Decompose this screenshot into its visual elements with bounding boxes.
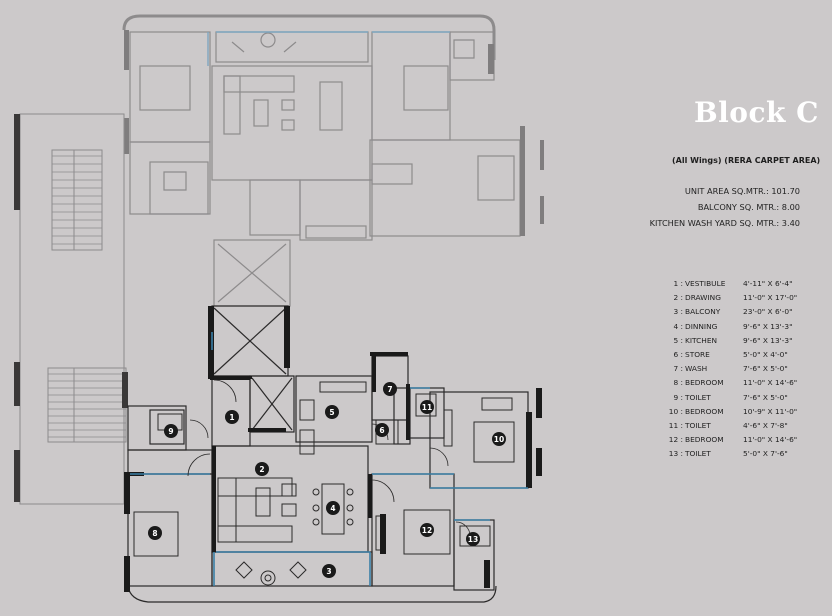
- legend-name: KITCHEN: [685, 335, 718, 345]
- legend-num: 2 :: [673, 293, 683, 303]
- kitchen-wash-yard-area: KITCHEN WASH YARD SQ. MTR.: 3.40: [649, 218, 800, 228]
- legend-dim: 11'-0" X 14'-6": [743, 378, 798, 388]
- legend-name: STORE: [685, 349, 710, 359]
- legend-dim: 5'-0" X 4'-0": [743, 349, 788, 359]
- room-marker: 9: [164, 424, 178, 438]
- legend-dim: 11'-0" X 17'-0": [743, 293, 798, 303]
- room-marker: 2: [255, 462, 269, 476]
- room-marker: 3: [322, 564, 336, 578]
- legend-dim: 7'-6" X 5'-0": [743, 364, 788, 374]
- legend-num: 12 :: [668, 435, 683, 445]
- legend-num: 1 :: [673, 279, 683, 288]
- legend-num: 7 :: [673, 364, 683, 374]
- legend-dim: 4'-6" X 7'-8": [743, 420, 788, 430]
- legend-name: TOILET: [685, 392, 711, 402]
- legend-dim: 23'-0" X 6'-0": [743, 307, 793, 317]
- lower-unit: [127, 305, 529, 603]
- legend-num: 6 :: [673, 349, 683, 359]
- room-marker: 4: [326, 501, 340, 515]
- area-summary: UNIT AREA SQ.MTR.: 101.70 BALCONY SQ. MT…: [650, 183, 800, 231]
- unit-area: UNIT AREA SQ.MTR.: 101.70: [684, 186, 800, 196]
- legend-name: TOILET: [685, 449, 711, 459]
- legend-num: 10 :: [668, 406, 683, 416]
- upper-wall-stubs: [124, 30, 544, 236]
- room-marker: 12: [420, 523, 434, 537]
- legend-num: 9 :: [673, 392, 683, 402]
- room-marker: 8: [148, 526, 162, 540]
- balcony-area: BALCONY SQ. MTR.: 8.00: [697, 202, 800, 212]
- legend-name: VESTIBULE: [685, 279, 726, 288]
- legend-dim: 9'-6" X 13'-3": [743, 335, 793, 345]
- lower-glazing: [130, 332, 528, 586]
- legend-num: 5 :: [673, 335, 683, 345]
- stair-walls: [14, 114, 128, 502]
- legend-dim: 10'-9" X 11'-0": [743, 406, 798, 416]
- room-marker: 6: [375, 423, 389, 437]
- legend-num: 11 :: [668, 420, 683, 430]
- rera-subtitle: (All Wings) (RERA CARPET AREA): [672, 156, 821, 165]
- legend-num: 3 :: [673, 307, 683, 317]
- legend-name: BEDROOM: [685, 435, 724, 445]
- floor-plan: [14, 14, 544, 603]
- legend-name: DRAWING: [685, 293, 721, 303]
- staircase: [19, 113, 127, 505]
- legend-name: DINNING: [685, 321, 718, 331]
- legend-dim: 11'-0" X 14'-6": [743, 435, 798, 445]
- legend-name: BEDROOM: [685, 406, 724, 416]
- walls: [124, 306, 542, 592]
- legend-dim: 9'-6" X 13'-3": [743, 321, 793, 331]
- legend-name: TOILET: [685, 420, 711, 430]
- legend-name: BEDROOM: [685, 378, 724, 388]
- legend-num: 13 :: [668, 449, 683, 459]
- legend-dim: 4'-11" X 6'-4": [743, 279, 793, 288]
- furniture: [133, 381, 515, 586]
- legend-dim: 7'-6" X 5'-0": [743, 392, 788, 402]
- room-marker: 13: [466, 532, 480, 546]
- room-marker: 10: [492, 432, 506, 446]
- room-marker: 7: [383, 382, 397, 396]
- legend-num: 8 :: [673, 378, 683, 388]
- room-marker: 11: [420, 400, 434, 414]
- room-marker: 1: [225, 410, 239, 424]
- stair-treads: [48, 155, 126, 438]
- upper-glazing: [207, 31, 450, 66]
- legend-name: BALCONY: [685, 307, 721, 317]
- legend-num: 4 :: [673, 321, 683, 331]
- legend-name: WASH: [685, 364, 708, 374]
- legend-dim: 5'-0" X 7'-6": [743, 449, 788, 459]
- upper-unit-faded: [122, 14, 521, 307]
- room-marker: 5: [325, 405, 339, 419]
- page-title: Block C: [694, 96, 819, 129]
